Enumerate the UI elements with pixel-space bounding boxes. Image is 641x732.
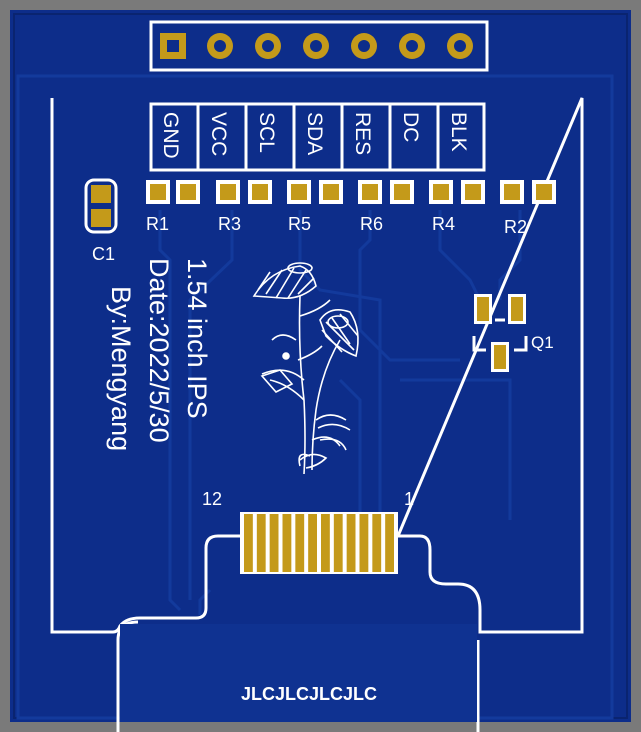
resistor-pads [146,180,556,204]
transistor-q1 [472,294,528,372]
connector-pad [256,514,266,572]
label-r4: R4 [432,214,455,234]
header-pins [160,33,473,59]
jlc-order-text: JLCJLCJLCJLC [241,684,377,704]
lcd-outline [50,97,584,634]
pin-label-dc: DC [399,112,422,142]
label-c1: C1 [92,244,115,264]
board-text-size: 1.54 inch IPS [182,258,212,419]
connector-pad [321,514,330,572]
connector-pad [269,514,279,572]
header-outline [149,20,489,72]
connector-outline [240,512,398,574]
pin-label-scl: SCL [255,112,278,153]
traces [158,210,522,615]
connector-pad [359,514,369,572]
connector-pad [244,514,253,572]
connector-pad [295,514,305,572]
label-r1: R1 [146,214,169,234]
label-r3: R3 [218,214,241,234]
label-r6: R6 [360,214,383,234]
connector-pad [333,514,343,572]
pin-label-res: RES [351,112,374,155]
connector-pad [308,514,317,572]
board-text-date: Date:2022/5/30 [144,258,174,443]
chamomile-flower-icon [252,262,359,475]
fpc-connector [240,512,398,574]
pin-label-blk: BLK [447,112,470,152]
pin-label-vcc: VCC [207,112,230,156]
pin-label-boxes [149,102,486,172]
connector-pad [346,514,356,572]
label-q1: Q1 [531,333,554,352]
connector-pad [385,514,394,572]
pcb-substrate [10,10,631,722]
capacitor-c1 [84,178,118,234]
pin-label-sda: SDA [303,112,326,155]
connector-pin-1-label: 1 [404,489,414,509]
connector-pin-12-label: 12 [202,489,222,509]
board-text-author: By:Mengyang [106,286,136,451]
label-r5: R5 [288,214,311,234]
pin-label-gnd: GND [159,112,182,159]
label-r2: R2 [504,217,527,237]
connector-pad [372,514,382,572]
connector-pad [282,514,292,572]
